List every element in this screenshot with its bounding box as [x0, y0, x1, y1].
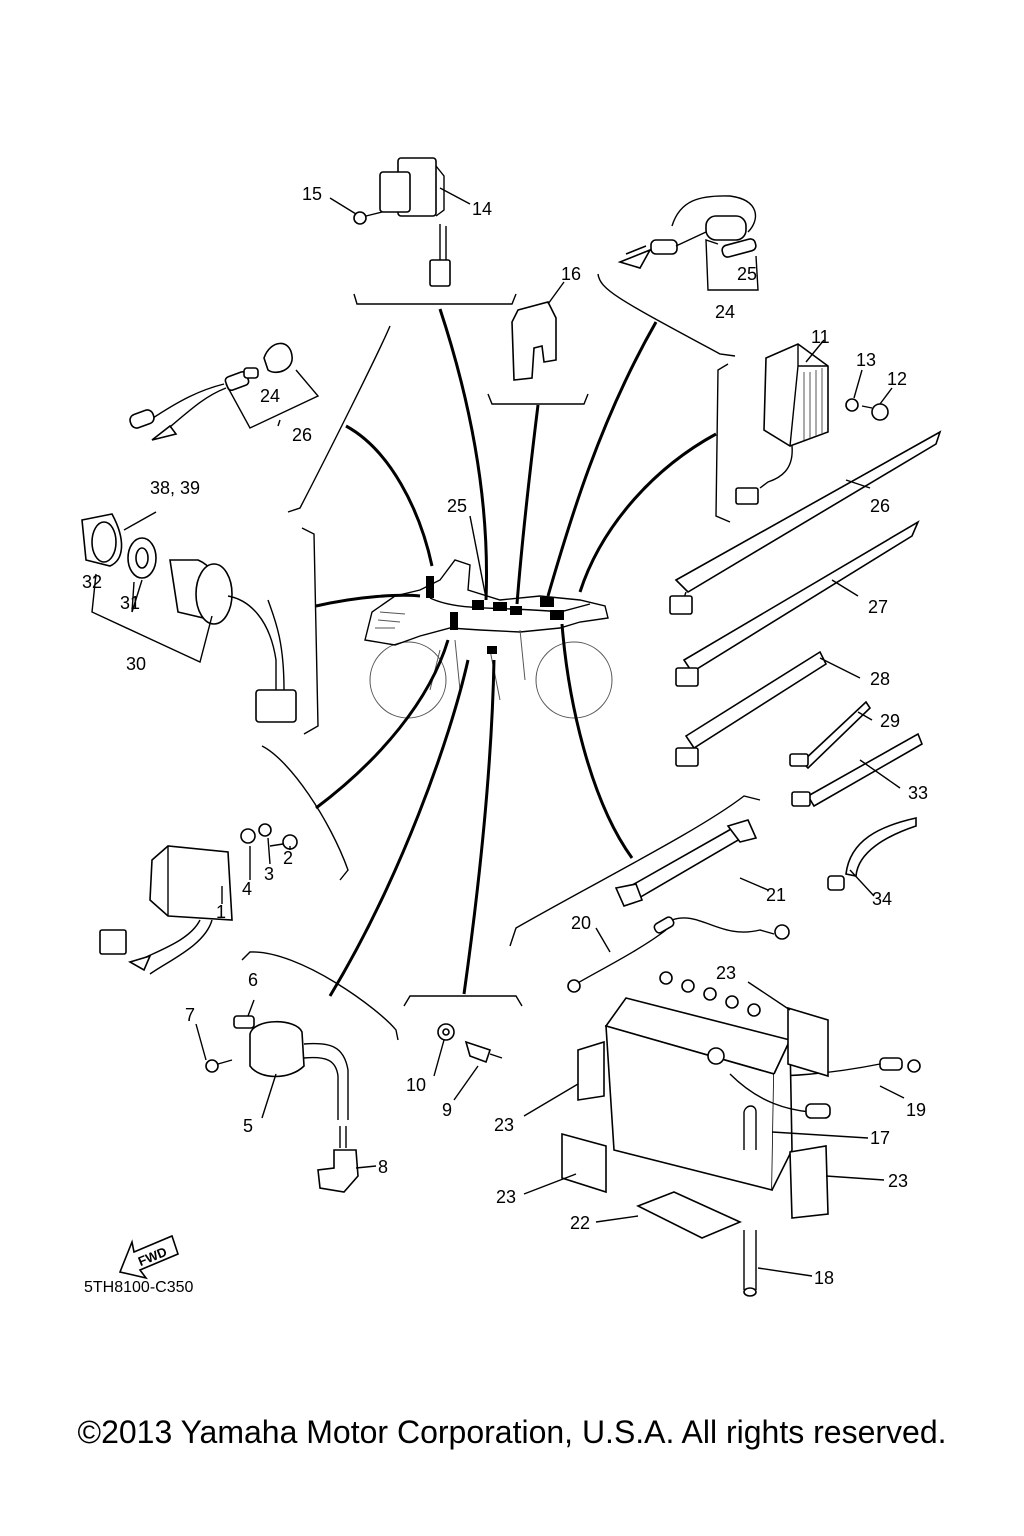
callout-17: 17: [870, 1128, 890, 1148]
callout-19: 19: [906, 1100, 926, 1120]
callout-12: 12: [887, 369, 907, 389]
callout-32: 29: [880, 711, 900, 731]
part-37-band: [827, 817, 917, 891]
callout-21: 21: [766, 885, 786, 905]
part-1-rectifier: [99, 845, 233, 975]
callout-labels: 15 14 16 25 24 11 13 12 24 26 38, 39 25 …: [82, 184, 928, 1296]
part-36-band: [791, 732, 924, 808]
part-23-pad: [561, 1006, 829, 1219]
part-20-wire: [567, 916, 790, 993]
callout-16: 16: [561, 264, 581, 284]
callout-30: 27: [868, 597, 888, 617]
callout-9: 9: [442, 1100, 452, 1120]
group-brackets: [241, 273, 761, 1041]
part-13-washer: [845, 398, 859, 412]
callout-6: 6: [248, 970, 258, 990]
connector-leaders: [315, 308, 717, 997]
part-9-neutral-switch: [464, 1040, 503, 1064]
callout-35: 32: [82, 572, 102, 592]
part-16-cover: [511, 301, 557, 381]
part-6-bolt: [233, 1015, 255, 1029]
callout-leader-lines: [91, 187, 905, 1277]
callout-23-top: 23: [716, 963, 736, 983]
callout-29: 26: [870, 496, 890, 516]
part-25-fuse: [721, 238, 757, 258]
callout-27: 24: [260, 386, 280, 406]
callout-25: 25: [737, 264, 757, 284]
callout-23-bottom: 23: [496, 1187, 516, 1207]
callout-23-right: 23: [888, 1171, 908, 1191]
part-27-connector: [243, 367, 259, 379]
callout-22: 22: [570, 1213, 590, 1233]
callout-26: 26: [292, 425, 312, 445]
callout-13: 13: [856, 350, 876, 370]
part-7-bolt: [205, 1059, 233, 1073]
callout-33: 30: [126, 654, 146, 674]
part-32-band: [789, 700, 872, 770]
part-21-battery-band: [614, 819, 758, 907]
part-12-screw: [861, 403, 889, 421]
callout-18: 18: [814, 1268, 834, 1288]
callout-37: 34: [872, 889, 892, 909]
callout-10: 10: [406, 1075, 426, 1095]
part-17-battery: [604, 971, 831, 1192]
part-31-lead: [675, 650, 828, 767]
part-2-bolt: [269, 834, 298, 850]
copyright-notice: ©2013 Yamaha Motor Corporation, U.S.A. A…: [77, 1414, 947, 1450]
callout-23-left: 23: [494, 1115, 514, 1135]
callout-14: 14: [472, 199, 492, 219]
callout-3: 3: [264, 864, 274, 884]
part-3-washer: [258, 823, 272, 837]
callout-11: 11: [811, 327, 830, 347]
callout-31: 28: [870, 669, 890, 689]
part-30-lead: [675, 520, 920, 687]
callout-15: 15: [302, 184, 322, 204]
callout-20: 20: [571, 913, 591, 933]
part-10-washer: [437, 1023, 455, 1041]
part-8-plug-cap: [317, 1149, 359, 1193]
part-33-main-switch: [169, 559, 297, 723]
part-15-bolt: [353, 211, 383, 225]
part-34-nut: [127, 537, 157, 579]
callout-38-39: 38, 39: [150, 478, 200, 498]
callout-34: 31: [120, 593, 140, 613]
callout-36: 33: [908, 783, 928, 803]
callout-28: 25: [447, 496, 467, 516]
part-14-starter-relay: [379, 157, 451, 287]
callout-1: 1: [216, 902, 226, 922]
callout-8: 8: [378, 1157, 388, 1177]
part-4-washer: [240, 828, 256, 844]
callout-7: 7: [185, 1005, 195, 1025]
part-22-plate: [636, 1191, 742, 1239]
atv-vehicle-outline: [364, 559, 613, 719]
part-29-lead: [669, 430, 942, 615]
forward-direction-arrow: FWD: [118, 1234, 179, 1280]
callout-24: 24: [715, 302, 735, 322]
callout-4: 4: [242, 879, 252, 899]
part-5-ignition-coil: [249, 1021, 349, 1148]
callout-2: 2: [283, 848, 293, 868]
part-11-control-unit: [735, 343, 829, 505]
part-18-breather-hose: [743, 1105, 757, 1297]
part-35-bezel: [81, 513, 123, 567]
part-24-fuse-holder: [617, 195, 757, 269]
part-26-lead-wire: [129, 342, 293, 441]
callout-5: 5: [243, 1116, 253, 1136]
drawing-code: 5TH8100-C350: [84, 1279, 194, 1296]
